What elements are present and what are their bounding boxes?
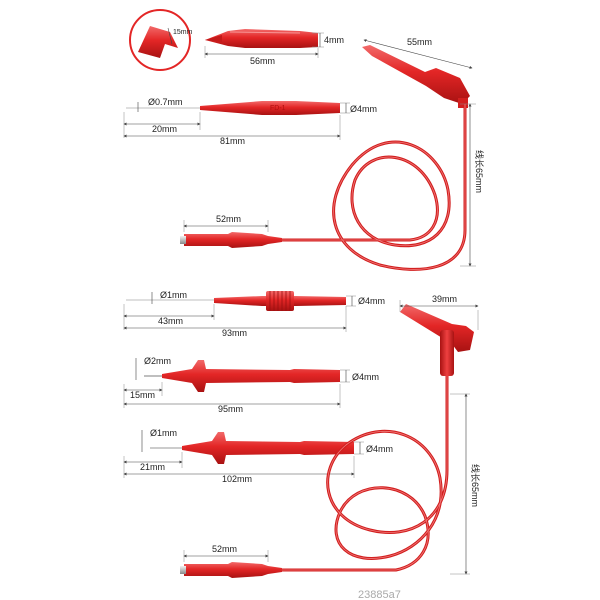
lead2-length-label: 线长65mm xyxy=(470,464,481,507)
probe-shrouded-2-icon xyxy=(182,432,354,464)
probe1-tip-label: Ø0.7mm xyxy=(148,97,183,107)
probe2-tip-length-label: 43mm xyxy=(158,316,183,326)
inset-dim-line xyxy=(167,27,173,45)
banana-plug-2-icon xyxy=(184,562,282,578)
probe2-length-label: 93mm xyxy=(222,328,247,338)
probe1-tip-length-label: 20mm xyxy=(152,124,177,134)
probe2-diameter-label: Ø4mm xyxy=(358,296,385,306)
banana-plug-1-icon xyxy=(184,232,282,248)
probe-knurled: Ø1mm Ø4mm 43mm 93mm xyxy=(123,290,385,338)
probe4-length-label: 102mm xyxy=(222,474,252,484)
probe-fine-tip: FD-1 Ø0.7mm Ø4mm 20mm 81mm xyxy=(123,97,377,146)
coiled-wire-2 xyxy=(282,376,449,572)
angle-clip-length-label: 39mm xyxy=(432,294,457,304)
probe4-tip-length-label: 21mm xyxy=(140,462,165,472)
probe3-tip-label: Ø2mm xyxy=(144,356,171,366)
probe3-tip-length-label: 15mm xyxy=(130,390,155,400)
alligator-clip: 4mm 56mm xyxy=(204,29,344,66)
probe-shrouded-1-icon xyxy=(162,360,340,392)
lead1-length-label: 线长65mm xyxy=(474,150,485,193)
inset-jaw-icon xyxy=(138,26,178,58)
probe3-length-label: 95mm xyxy=(218,404,243,414)
probe4-tip-label: Ø1mm xyxy=(150,428,177,438)
clip-jaw-opening-label: 15mm xyxy=(173,29,193,36)
angled-clip-icon xyxy=(400,304,474,352)
hook-probe-icon xyxy=(362,45,470,104)
watermark: 23885a7 xyxy=(358,589,401,600)
clip-jaw-inset: 15mm xyxy=(129,9,193,71)
probe4-diameter-label: Ø4mm xyxy=(366,444,393,454)
hook-length-line xyxy=(363,39,473,69)
probe3-diameter-label: Ø4mm xyxy=(352,372,379,382)
hook-length-label: 55mm xyxy=(407,37,432,47)
plug1-length-label: 52mm xyxy=(216,214,241,224)
knurled-grip xyxy=(266,291,294,311)
probe-shrouded-2: Ø1mm Ø4mm 21mm 102mm xyxy=(123,428,393,484)
test-lead-coil-2: 线长65mm xyxy=(282,376,481,575)
plug2-length-label: 52mm xyxy=(212,544,237,554)
probe2-tip-label: Ø1mm xyxy=(160,290,187,300)
banana-plug-1: 52mm xyxy=(180,214,282,248)
coiled-wire-1 xyxy=(282,104,467,271)
probe-fine-tip-icon xyxy=(200,101,340,115)
clip-length-label: 56mm xyxy=(250,56,275,66)
angled-clip: 39mm xyxy=(399,294,479,376)
banana-plug-2: 52mm xyxy=(180,544,282,578)
hook-probe: 55mm xyxy=(362,37,473,108)
alligator-clip-icon xyxy=(205,29,318,48)
probe1-length-label: 81mm xyxy=(220,136,245,146)
probe-shrouded-1: Ø2mm Ø4mm 15mm 95mm xyxy=(123,356,379,414)
probe1-diameter-label: Ø4mm xyxy=(350,104,377,114)
clip-height-label: 4mm xyxy=(324,35,344,45)
svg-text:FD-1: FD-1 xyxy=(270,105,286,112)
test-lead-coil-1: 线长65mm xyxy=(282,103,485,271)
